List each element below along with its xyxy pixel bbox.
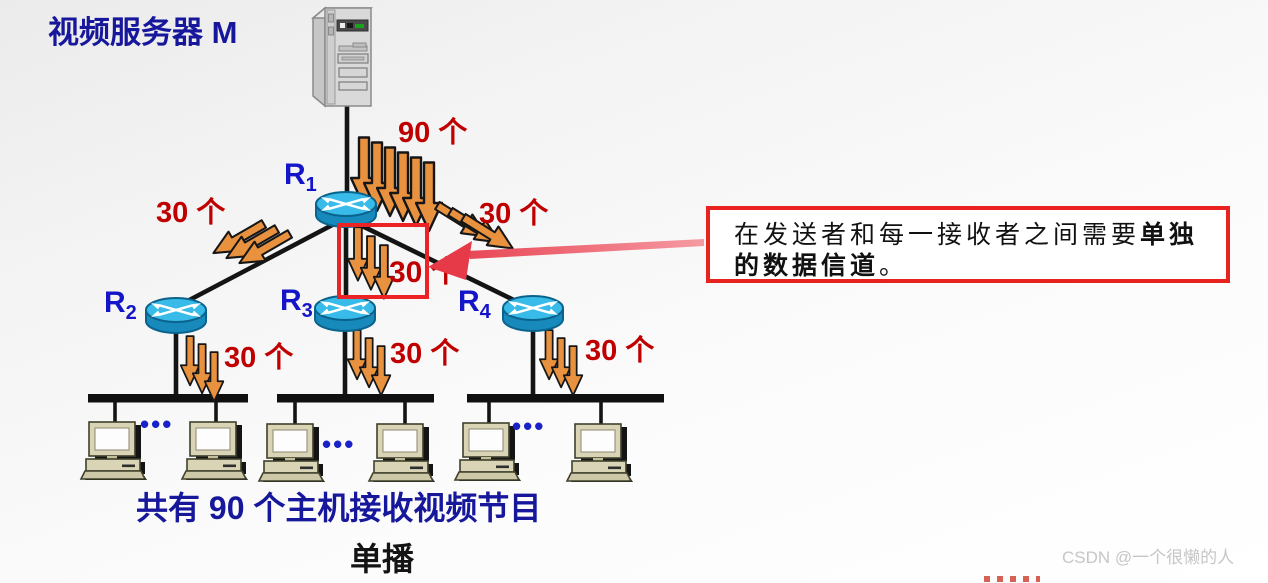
- flow-count-r2: 30 个: [156, 197, 226, 229]
- lan-bus-right: [467, 394, 664, 403]
- flow-count-lan-left: 30 个: [224, 342, 294, 374]
- lan-bus-middle: [277, 394, 434, 403]
- host-drop-lines: [113, 400, 603, 427]
- lan-ellipsis-right: •••: [512, 411, 546, 441]
- flow-count-lan-right: 30 个: [585, 335, 655, 367]
- flow-count-server: 90 个: [398, 117, 468, 149]
- callout-note: 在发送者和每一接收者之间需要单独的数据信道。: [706, 206, 1230, 283]
- callout-text-bold: 单独的数据信道: [734, 220, 1199, 280]
- clipped-red-text-fragment: [984, 576, 1040, 582]
- flow-count-r4: 30 个: [479, 198, 549, 230]
- page-title: 视频服务器 M: [48, 15, 238, 50]
- router-label-r2: R2: [104, 286, 137, 323]
- flow-count-lan-middle: 30 个: [390, 338, 460, 370]
- highlight-box: [337, 223, 429, 299]
- mode-label: 单播: [350, 541, 415, 577]
- router-label-sub: 4: [479, 301, 491, 323]
- lan-buses: [88, 394, 664, 403]
- watermark: CSDN @一个很懒的人: [1062, 548, 1235, 567]
- router-label-sub: 3: [301, 300, 313, 322]
- router-label-r1: R1: [284, 158, 317, 195]
- link-r1-r2: [175, 219, 341, 309]
- router-label-sub: 2: [125, 302, 137, 324]
- lan-ellipsis-left: •••: [140, 409, 174, 439]
- router-label-r3: R3: [280, 284, 313, 321]
- lan-ellipsis-middle: •••: [322, 429, 356, 459]
- router-label-base: R: [104, 286, 126, 319]
- callout-text-normal: 在发送者和每一接收者之间需要: [734, 220, 1141, 249]
- hosts-caption: 共有 90 个主机接收视频节目: [136, 490, 542, 526]
- lan-bus-left: [88, 394, 248, 403]
- router-label-base: R: [280, 284, 302, 317]
- router-label-base: R: [458, 285, 480, 318]
- router-label-sub: 1: [305, 174, 317, 196]
- callout-text-period: 。: [879, 251, 909, 280]
- router-label-base: R: [284, 158, 306, 191]
- network-links: [173, 101, 536, 401]
- router-label-r4: R4: [458, 285, 491, 322]
